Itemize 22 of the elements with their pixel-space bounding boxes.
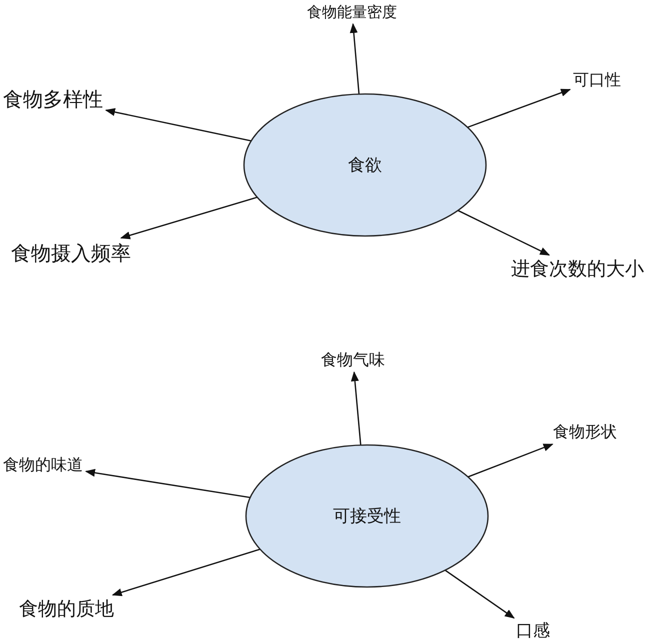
arrow <box>105 108 252 142</box>
arrow <box>85 468 250 498</box>
factor-label: 食物形状 <box>550 419 620 444</box>
arrow <box>112 548 260 596</box>
arrow <box>467 88 571 128</box>
arrow <box>120 196 258 240</box>
factor-label: 可口性 <box>570 67 624 92</box>
arrow <box>444 570 515 619</box>
factor-label: 口感 <box>513 618 553 643</box>
factor-label: 食物的质地 <box>16 595 117 624</box>
ellipse-label: 可接受性 <box>332 506 402 528</box>
factor-label: 进食次数的大小 <box>508 255 649 284</box>
arrow <box>350 23 360 94</box>
factor-label: 食物能量密度 <box>304 0 400 24</box>
arrow <box>458 210 550 256</box>
factor-label: 食物多样性 <box>0 84 106 114</box>
arrow <box>468 444 554 478</box>
factor-label: 食物气味 <box>318 347 388 372</box>
arrow <box>350 371 362 446</box>
factor-label: 食物摄入频率 <box>8 238 134 268</box>
factor-label: 食物的味道 <box>0 452 86 478</box>
ellipse-label: 食欲 <box>347 154 383 176</box>
